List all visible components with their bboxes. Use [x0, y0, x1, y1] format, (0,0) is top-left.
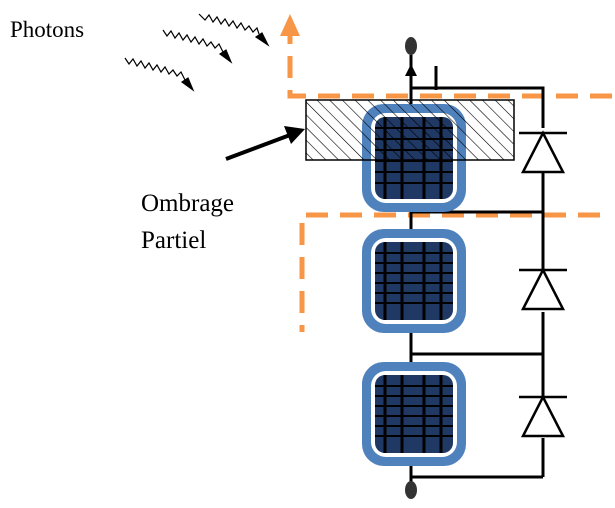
shading-label-line2: Partiel	[141, 227, 207, 254]
photons-label: Photons	[10, 17, 85, 42]
partial-shading-area	[305, 99, 515, 161]
bypass-diode-1	[519, 130, 567, 174]
solar-cell-3	[362, 362, 466, 466]
top-bus	[411, 86, 545, 128]
output-arrow	[405, 64, 417, 76]
shading-pointer	[225, 126, 305, 161]
photon-ray-1	[198, 13, 270, 47]
terminal-bottom	[405, 481, 417, 499]
solar-cell-2	[362, 229, 466, 333]
photon-ray-2	[162, 29, 233, 64]
current-path	[287, 22, 612, 332]
bypass-diode-3	[519, 394, 567, 438]
current-path-top	[287, 22, 612, 99]
bypass-diode-2	[519, 267, 567, 311]
photon-ray-3	[124, 57, 195, 92]
terminal-top	[405, 37, 417, 55]
current-path-middle	[299, 212, 600, 332]
current-path-arrowhead	[280, 14, 300, 36]
bypass-diodes	[519, 130, 567, 438]
shading-label-line1: Ombrage	[141, 190, 235, 217]
photon-rays	[124, 13, 270, 92]
